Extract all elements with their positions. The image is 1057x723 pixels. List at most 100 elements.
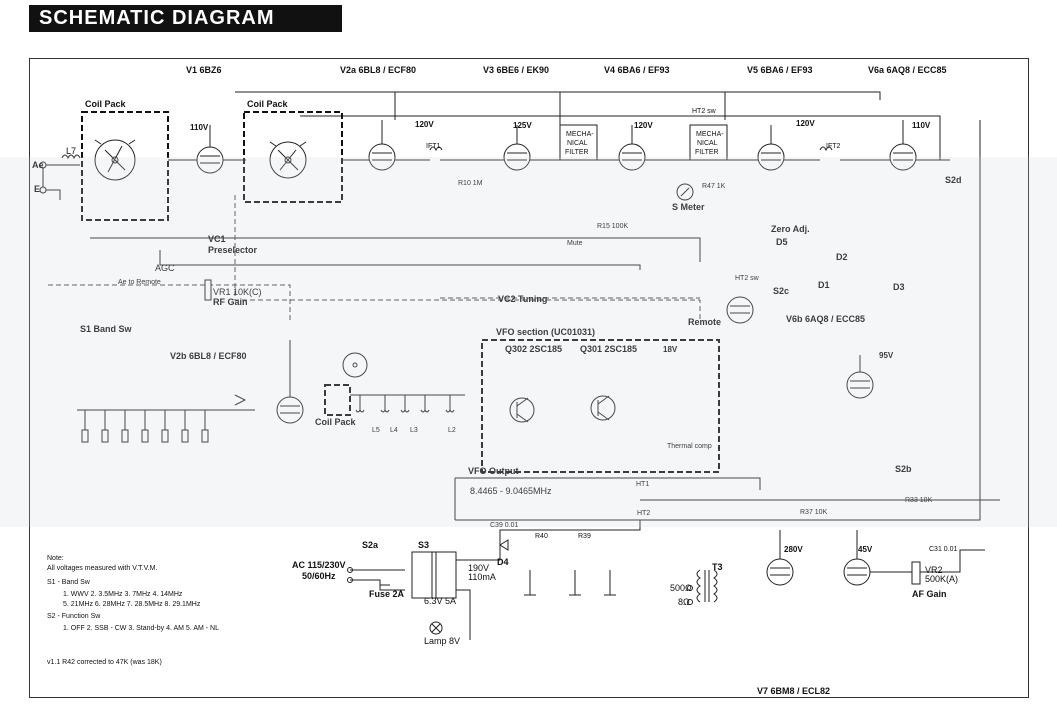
mechanical-filter-2 xyxy=(689,124,728,161)
v7-triode xyxy=(766,530,794,586)
q301-transistor xyxy=(590,395,616,421)
vfo-output-label: VFO Output xyxy=(468,466,519,476)
vr2-potentiometer xyxy=(911,561,921,585)
ht2-rail xyxy=(300,115,941,160)
s1-band-sw-label: S1 Band Sw xyxy=(80,324,133,334)
ht2-sw-label: HT2 sw xyxy=(692,108,717,115)
mech-filter-2-label-2: NICAL xyxy=(697,140,718,147)
mains-pin-2 xyxy=(347,577,353,583)
notes-line1: All voltages measured with V.T.V.M. xyxy=(47,565,157,572)
v7-triode-voltage: 280V xyxy=(784,545,803,554)
mains-label-2: 50/60Hz xyxy=(302,571,336,581)
v2a-tube xyxy=(368,120,396,171)
v4-plate-voltage: 120V xyxy=(634,121,653,130)
out-8-label: 8Ω xyxy=(678,597,690,607)
mute-label: Mute xyxy=(567,240,583,247)
d5-label: D5 xyxy=(776,237,788,247)
mech-filter-1-label: MECHA- xyxy=(566,131,594,138)
notes-version: v1.1 R42 corrected to 47K (was 18K) xyxy=(47,659,162,666)
mech-filter-1-label-2: NICAL xyxy=(567,140,588,147)
e-label: E xyxy=(34,184,40,194)
ht2-lower-rail xyxy=(455,120,981,521)
r37-label: R37 10K xyxy=(800,509,828,516)
ift2-label: IFT2 xyxy=(826,143,840,150)
fuse-label: Fuse 2A xyxy=(369,589,405,599)
vr1-label: VR1 10K(C) xyxy=(213,287,262,297)
mech-filter-1-label-3: FILTER xyxy=(565,149,589,156)
antenna-wiring xyxy=(42,164,80,200)
v6a-tube xyxy=(889,120,917,171)
page-title: SCHEMATIC DIAGRAM xyxy=(29,5,342,32)
mains-pin-1 xyxy=(347,567,353,573)
l7-label: L7 xyxy=(66,146,76,156)
d3-label: D3 xyxy=(893,282,905,292)
mechanical-filter-1 xyxy=(559,124,598,161)
l7-coil xyxy=(61,154,81,160)
crystal-bank xyxy=(77,394,255,443)
coil-pack-1-box xyxy=(81,111,169,221)
ae-label: Ae xyxy=(32,160,44,170)
d1-label: D1 xyxy=(818,280,830,290)
ae-remote-line xyxy=(48,284,291,320)
band-switch-1 xyxy=(94,139,136,181)
v3-plate-voltage: 125V xyxy=(513,121,532,130)
r39-label: R39 xyxy=(578,533,591,540)
v1-tube xyxy=(196,125,224,174)
heater-label: 6.3V 5A xyxy=(424,596,456,606)
c31-label: C31 0.01 xyxy=(929,546,958,553)
v2b-tube xyxy=(276,340,304,424)
r10-label: R10 1M xyxy=(458,180,483,187)
s3-label: S3 xyxy=(418,540,429,550)
svg-text:L4: L4 xyxy=(390,427,398,434)
earth-terminal xyxy=(39,186,47,194)
out-500-terminal xyxy=(687,585,693,591)
preselector-label: Preselector xyxy=(208,245,258,255)
agc-label: AGC xyxy=(155,263,175,273)
v2a-label: V2a 6BL8 / ECF80 xyxy=(340,65,416,75)
v3-label: V3 6BE6 / EK90 xyxy=(483,65,549,75)
vr1-potentiometer xyxy=(204,279,212,301)
d2-label: D2 xyxy=(836,252,848,262)
svg-text:L2: L2 xyxy=(448,427,456,434)
ht1-label: HT1 xyxy=(636,481,649,488)
zero-adj-label: Zero Adj. xyxy=(771,224,810,234)
band-sw-link xyxy=(234,195,701,320)
dial-lamp xyxy=(429,621,443,635)
s2b-label: S2b xyxy=(895,464,912,474)
v6a-label: V6a 6AQ8 / ECC85 xyxy=(868,65,947,75)
vfo-section-label: VFO section (UC01031) xyxy=(496,327,595,337)
thermal-comp-label: Thermal comp xyxy=(667,443,712,450)
mech-filter-2-label: MECHA- xyxy=(696,131,724,138)
v4-label: V4 6BA6 / EF93 xyxy=(604,65,670,75)
if-transformers xyxy=(429,146,833,152)
v4-tube xyxy=(618,125,646,171)
v6b-tube xyxy=(726,296,754,324)
s-meter-label: S Meter xyxy=(672,202,705,212)
rf-gain-label: RF Gain xyxy=(213,297,248,307)
q302-transistor xyxy=(509,397,535,423)
v2b-label: V2b 6BL8 / ECF80 xyxy=(170,351,247,361)
mute-line xyxy=(90,237,701,262)
mains-label: AC 115/230V xyxy=(292,560,346,570)
power-transformer xyxy=(411,551,457,599)
out-8-terminal xyxy=(687,599,693,605)
t3-label: T3 xyxy=(712,562,723,572)
vfo-section-box xyxy=(481,339,720,473)
vfo-supply-voltage: 18V xyxy=(663,345,678,354)
v6b-plate-voltage: 95V xyxy=(879,351,894,360)
notes-heading: Note: xyxy=(47,555,64,562)
v7-pentode xyxy=(843,530,871,586)
ht-rail-top xyxy=(235,91,881,125)
r33-label: R33 10K xyxy=(905,497,933,504)
v5-tube xyxy=(757,125,785,171)
c39-label: C39 0.01 xyxy=(490,522,519,529)
notes-s1-row1: 1. WWV 2. 3.5MHz 3. 7MHz 4. 14MHz xyxy=(63,591,183,598)
v7-pentode-voltage: 45V xyxy=(858,545,873,554)
s-meter xyxy=(676,183,694,201)
svg-text:L5: L5 xyxy=(372,427,380,434)
notes-s1-row2: 5. 21MHz 6. 28MHz 7. 28.5MHz 8. 29.1MHz xyxy=(63,601,201,608)
ht1-rail xyxy=(454,477,761,520)
out-500-label: 500Ω xyxy=(670,583,692,593)
af-wiring xyxy=(870,549,985,573)
